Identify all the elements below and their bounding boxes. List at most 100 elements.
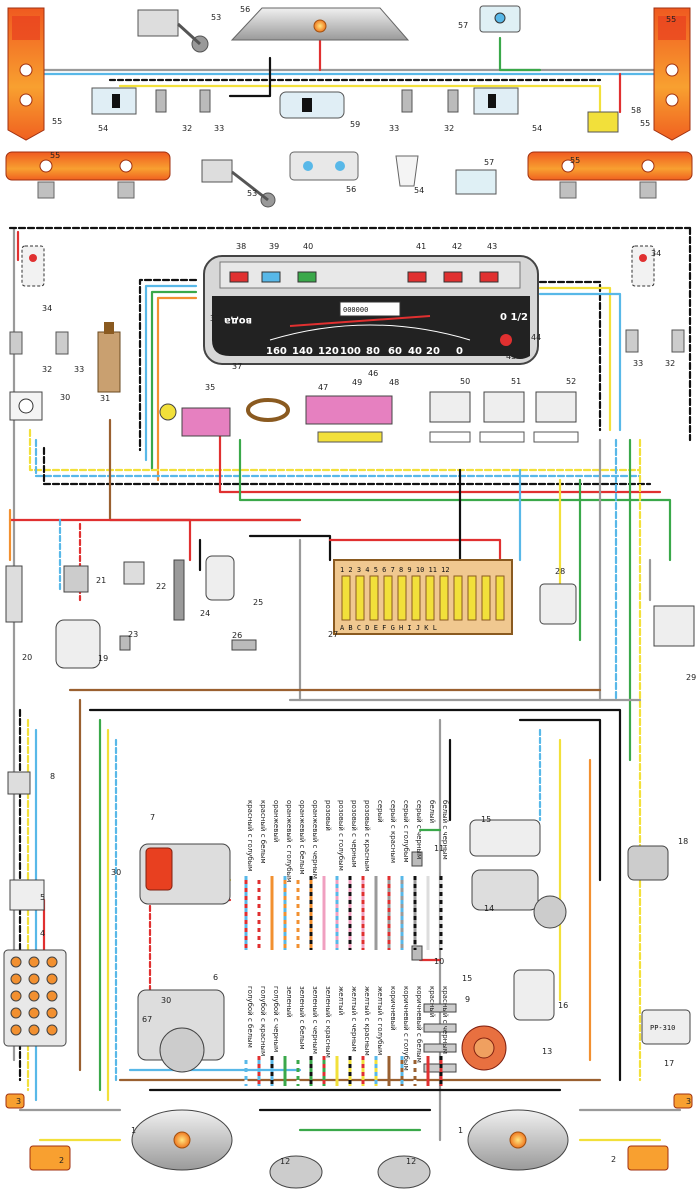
odometer: 000000 — [343, 306, 368, 314]
speed-label-60: 60 — [388, 346, 402, 357]
battery-cell — [46, 1024, 58, 1036]
fuse — [439, 575, 449, 621]
component-number: 53 — [211, 13, 221, 22]
legend-label: розовый с красным — [363, 800, 371, 871]
component-number: 28 — [555, 567, 565, 576]
legend-label: оранжевый с белым — [298, 800, 306, 875]
instrument-cluster: 000000 160 140 120 100 80 60 40 20 0 вод… — [203, 255, 539, 365]
component-number: 45 — [506, 352, 516, 361]
component-number: 52 — [566, 377, 576, 386]
component-number: 46 — [368, 369, 378, 378]
legend-label: голубой с белым — [246, 986, 254, 1048]
component-number: 41 — [416, 242, 426, 251]
component-number: 17 — [664, 1059, 674, 1068]
wire-harness — [8, 26, 692, 1142]
fuse — [411, 575, 421, 621]
component-number: 54 — [532, 124, 542, 133]
battery-cell — [10, 956, 22, 968]
component-number: 27 — [328, 630, 338, 639]
speed-label-120: 120 — [318, 346, 339, 357]
speed-label-20: 20 — [426, 346, 440, 357]
component-number: 50 — [460, 377, 470, 386]
battery-cell — [28, 973, 40, 985]
legend-label: серый с черным — [415, 800, 423, 859]
fuse — [355, 575, 365, 621]
component-number: 53 — [247, 189, 257, 198]
speed-label-140: 140 — [292, 346, 313, 357]
component-number: 49 — [352, 378, 362, 387]
legend-label: коричневый — [389, 986, 397, 1031]
fuel-label: 0 1/2 — [500, 312, 528, 323]
fuse — [481, 575, 491, 621]
component-number: 11 — [434, 844, 444, 853]
component-number: 33 — [389, 124, 399, 133]
fuse — [425, 575, 435, 621]
regulator-label: РР-310 — [650, 1024, 675, 1032]
row-components-mid-top — [201, 151, 497, 208]
rear-lamp-bar-right — [527, 151, 693, 199]
component-number: 24 — [200, 609, 210, 618]
component-number: 58 — [631, 106, 641, 115]
battery-cell — [46, 1007, 58, 1019]
component-number: 48 — [389, 378, 399, 387]
water-temp-label: вода — [224, 315, 252, 326]
component-number: 29 — [686, 673, 696, 682]
component-number: 9 — [465, 995, 470, 1004]
component-number: 30 — [60, 393, 70, 402]
component-number: 15 — [481, 815, 491, 824]
component-number: 6 — [213, 973, 218, 982]
component-number: 10 — [434, 957, 444, 966]
component-number: 36 — [210, 314, 220, 323]
component-number: 55 — [666, 15, 676, 24]
component-number: 3 — [16, 1097, 21, 1106]
component-number: 55 — [640, 119, 650, 128]
fuse-numbers: 1 2 3 4 5 6 7 8 9 10 11 12 — [340, 566, 450, 574]
fuse — [397, 575, 407, 621]
battery-cell — [10, 973, 22, 985]
side-lamps — [9, 245, 685, 355]
component-number: 32 — [42, 365, 52, 374]
battery-cell — [28, 956, 40, 968]
lamp-holders-top — [91, 87, 619, 133]
component-number: 2 — [611, 1155, 616, 1164]
battery-cell — [28, 1024, 40, 1036]
legend-label: оранжевый с голубым — [285, 800, 293, 882]
component-number: 2 — [59, 1156, 64, 1165]
component-number: 55 — [52, 117, 62, 126]
component-number: 25 — [253, 598, 263, 607]
legend-label: белый — [428, 800, 436, 823]
battery-cell — [46, 956, 58, 968]
component-number: 54 — [414, 186, 424, 195]
component-number: 20 — [22, 653, 32, 662]
component-number: 56 — [240, 5, 250, 14]
component-number: 37 — [232, 362, 242, 371]
component-number: 30 — [161, 996, 171, 1005]
component-number: 34 — [651, 249, 661, 258]
legend-label: желтый с черным — [350, 986, 358, 1052]
component-number: 35 — [205, 383, 215, 392]
component-number: 43 — [487, 242, 497, 251]
legend-label: красный с черным — [441, 986, 449, 1054]
legend-label: красный с белым — [259, 800, 267, 864]
component-number: 4 — [40, 929, 45, 938]
battery-cell — [10, 990, 22, 1002]
component-number: 38 — [236, 242, 246, 251]
fuse — [495, 575, 505, 621]
component-number: 54 — [98, 124, 108, 133]
fuse — [453, 575, 463, 621]
speed-label-160: 160 — [266, 346, 287, 357]
component-number: 39 — [269, 242, 279, 251]
legend-label: серый — [376, 800, 384, 823]
component-number: 57 — [484, 158, 494, 167]
fuse — [383, 575, 393, 621]
component-number: 12 — [406, 1157, 416, 1166]
legend-label: серый с красным — [389, 800, 397, 863]
headlights — [5, 1093, 693, 1189]
legend-label: розовый с голубым — [337, 800, 345, 871]
legend-label: желтый с красным — [363, 986, 371, 1056]
fuse — [341, 575, 351, 621]
interior-lamp-top — [230, 7, 410, 41]
component-number: 40 — [303, 242, 313, 251]
legend-label: оранжевый — [272, 800, 280, 842]
